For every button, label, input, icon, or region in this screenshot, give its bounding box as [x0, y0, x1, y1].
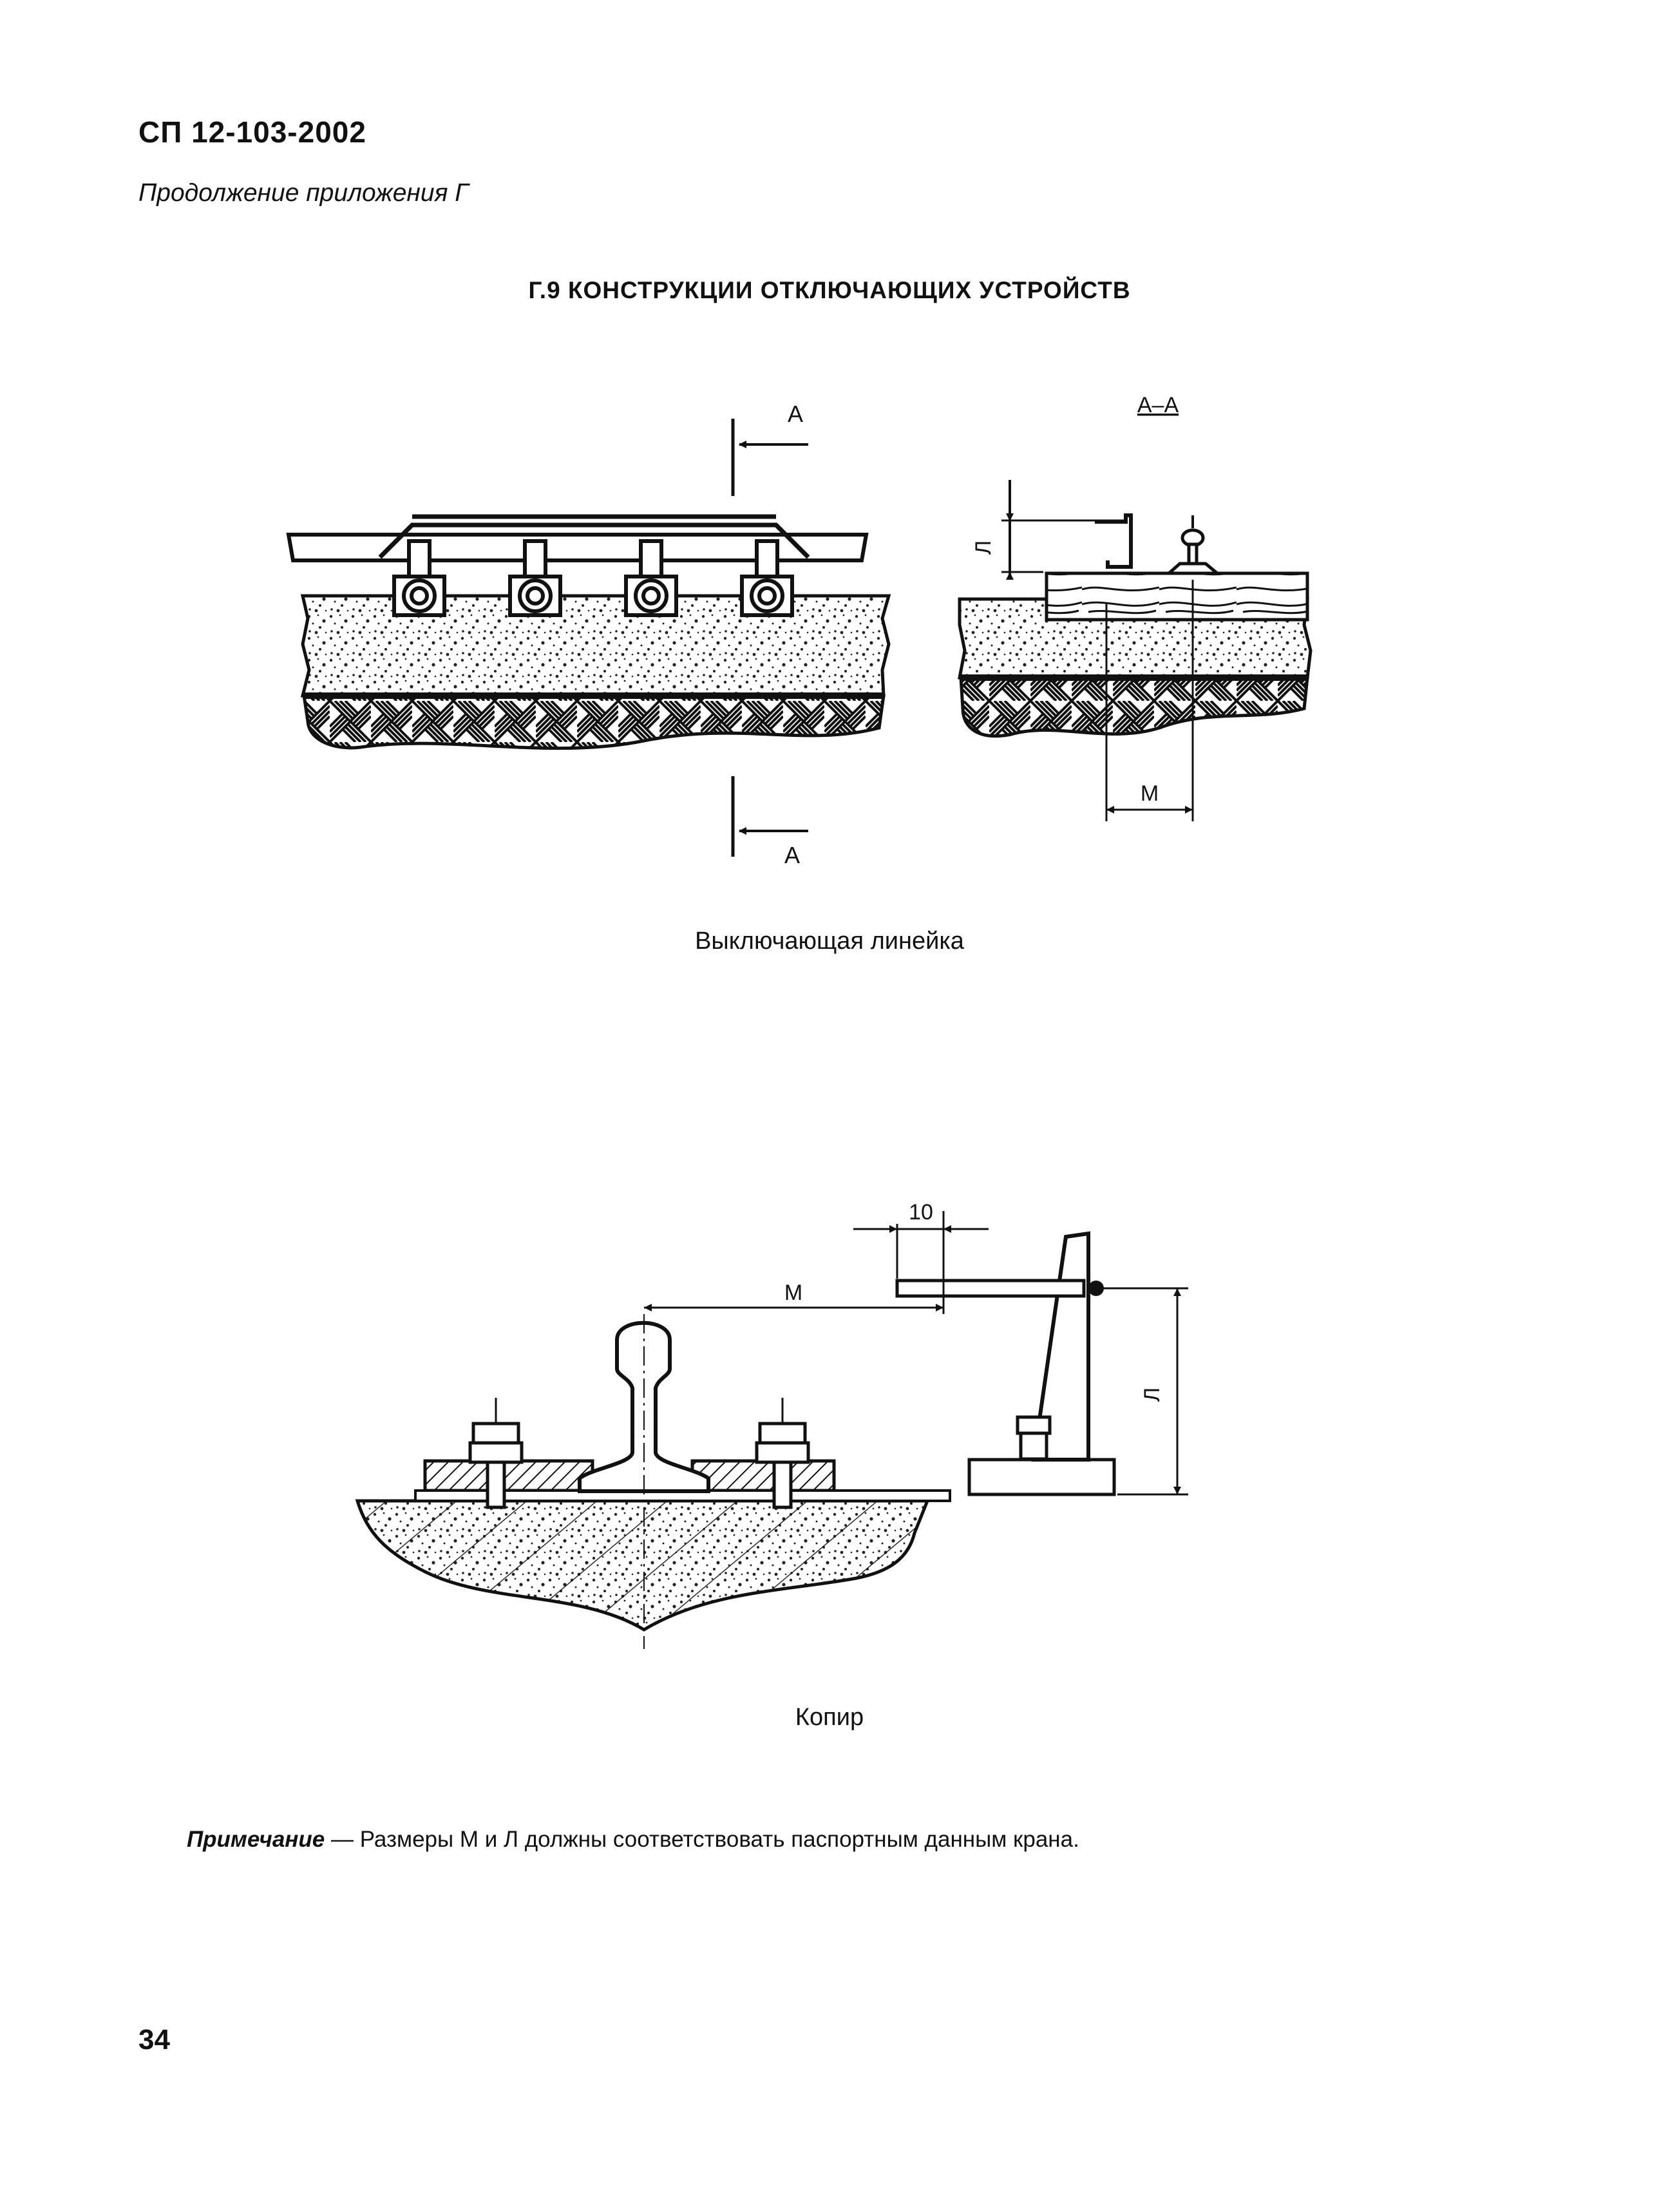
note-label: Примечание: [187, 1827, 325, 1852]
rail-profile: [578, 1321, 710, 1493]
figure1-main-view: [286, 419, 891, 857]
dim-label-10: 10: [909, 1200, 933, 1225]
rail: [286, 533, 869, 562]
note-text: — Размеры М и Л должны соответствовать п…: [325, 1827, 1079, 1852]
dim-label-L: Л: [971, 540, 996, 555]
section-mark-top: А: [788, 401, 803, 427]
switch-off-ruler: [378, 522, 810, 559]
copier-arm: [895, 1279, 1086, 1298]
sleeper: [1045, 571, 1309, 622]
figure1-section-view: [957, 480, 1313, 821]
section-mark-bottom: А: [784, 842, 800, 868]
figure2-caption: Копир: [795, 1704, 864, 1731]
dim-label-M: М: [1141, 781, 1159, 806]
figure2-copier: [355, 1211, 1188, 1649]
note: Примечание — Размеры М и Л должны соотве…: [187, 1827, 1079, 1853]
gravel-layer: [300, 594, 891, 698]
appendix-continuation: Продолжение приложения Г: [138, 179, 469, 207]
copier-base-plate: [967, 1458, 1116, 1496]
section-heading: Г.9 КОНСТРУКЦИИ ОТКЛЮЧАЮЩИХ УСТРОЙСТВ: [528, 277, 1131, 303]
dim-label-L-copier: Л: [1140, 1387, 1164, 1402]
page-number: 34: [138, 2024, 170, 2055]
figure1-caption: Выключающая линейка: [695, 928, 964, 955]
bolts: [468, 1422, 810, 1509]
soil-layer: [302, 694, 886, 750]
dim-label-M-copier: М: [784, 1281, 802, 1305]
section-title: А–А: [1137, 393, 1179, 417]
document-code: СП 12-103-2002: [138, 115, 366, 149]
